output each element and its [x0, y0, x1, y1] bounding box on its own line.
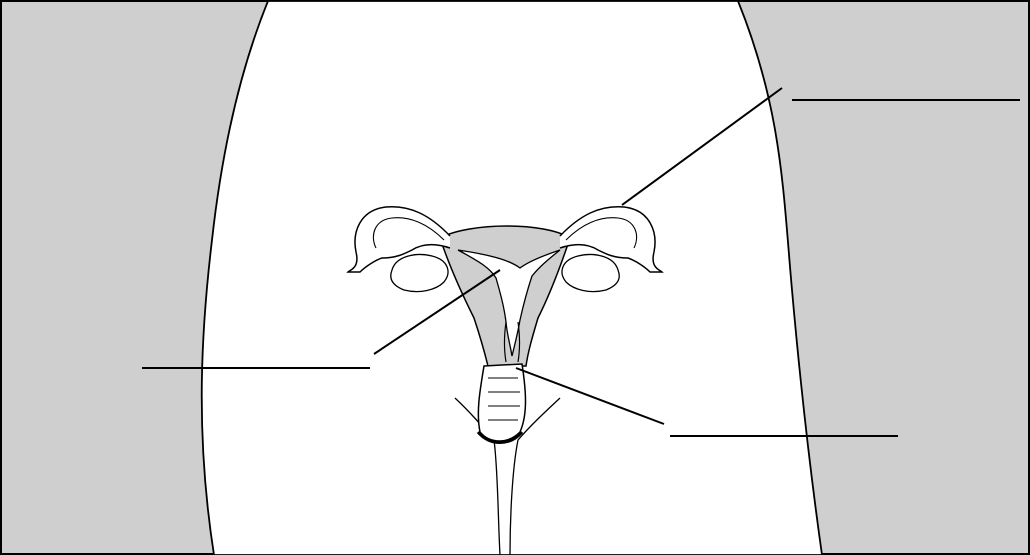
vagina-outline [478, 364, 525, 441]
right-ovary [562, 255, 619, 292]
left-ovary [391, 255, 448, 292]
vagina [478, 364, 526, 443]
